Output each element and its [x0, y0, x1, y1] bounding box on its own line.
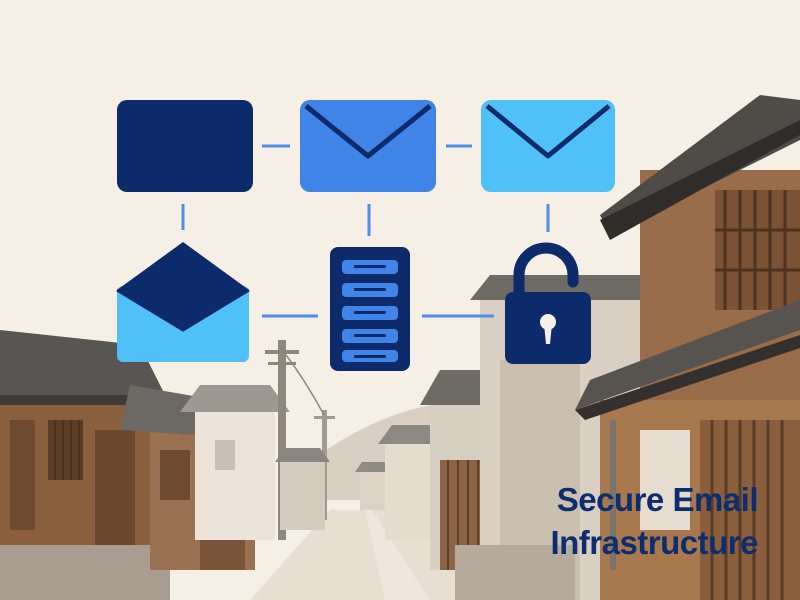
padlock-icon	[505, 242, 591, 364]
envelope-icon	[300, 100, 436, 192]
open-envelope-icon	[116, 242, 250, 362]
left-houses	[0, 330, 335, 600]
title-line-2: Infrastructure	[550, 524, 758, 561]
envelope-icon	[481, 100, 615, 192]
email-block-icon	[117, 100, 253, 192]
server-icon	[330, 247, 410, 371]
page-title: Secure Email Infrastructure	[458, 478, 758, 564]
title-line-1: Secure Email	[556, 481, 759, 518]
network-connectors	[181, 144, 550, 318]
